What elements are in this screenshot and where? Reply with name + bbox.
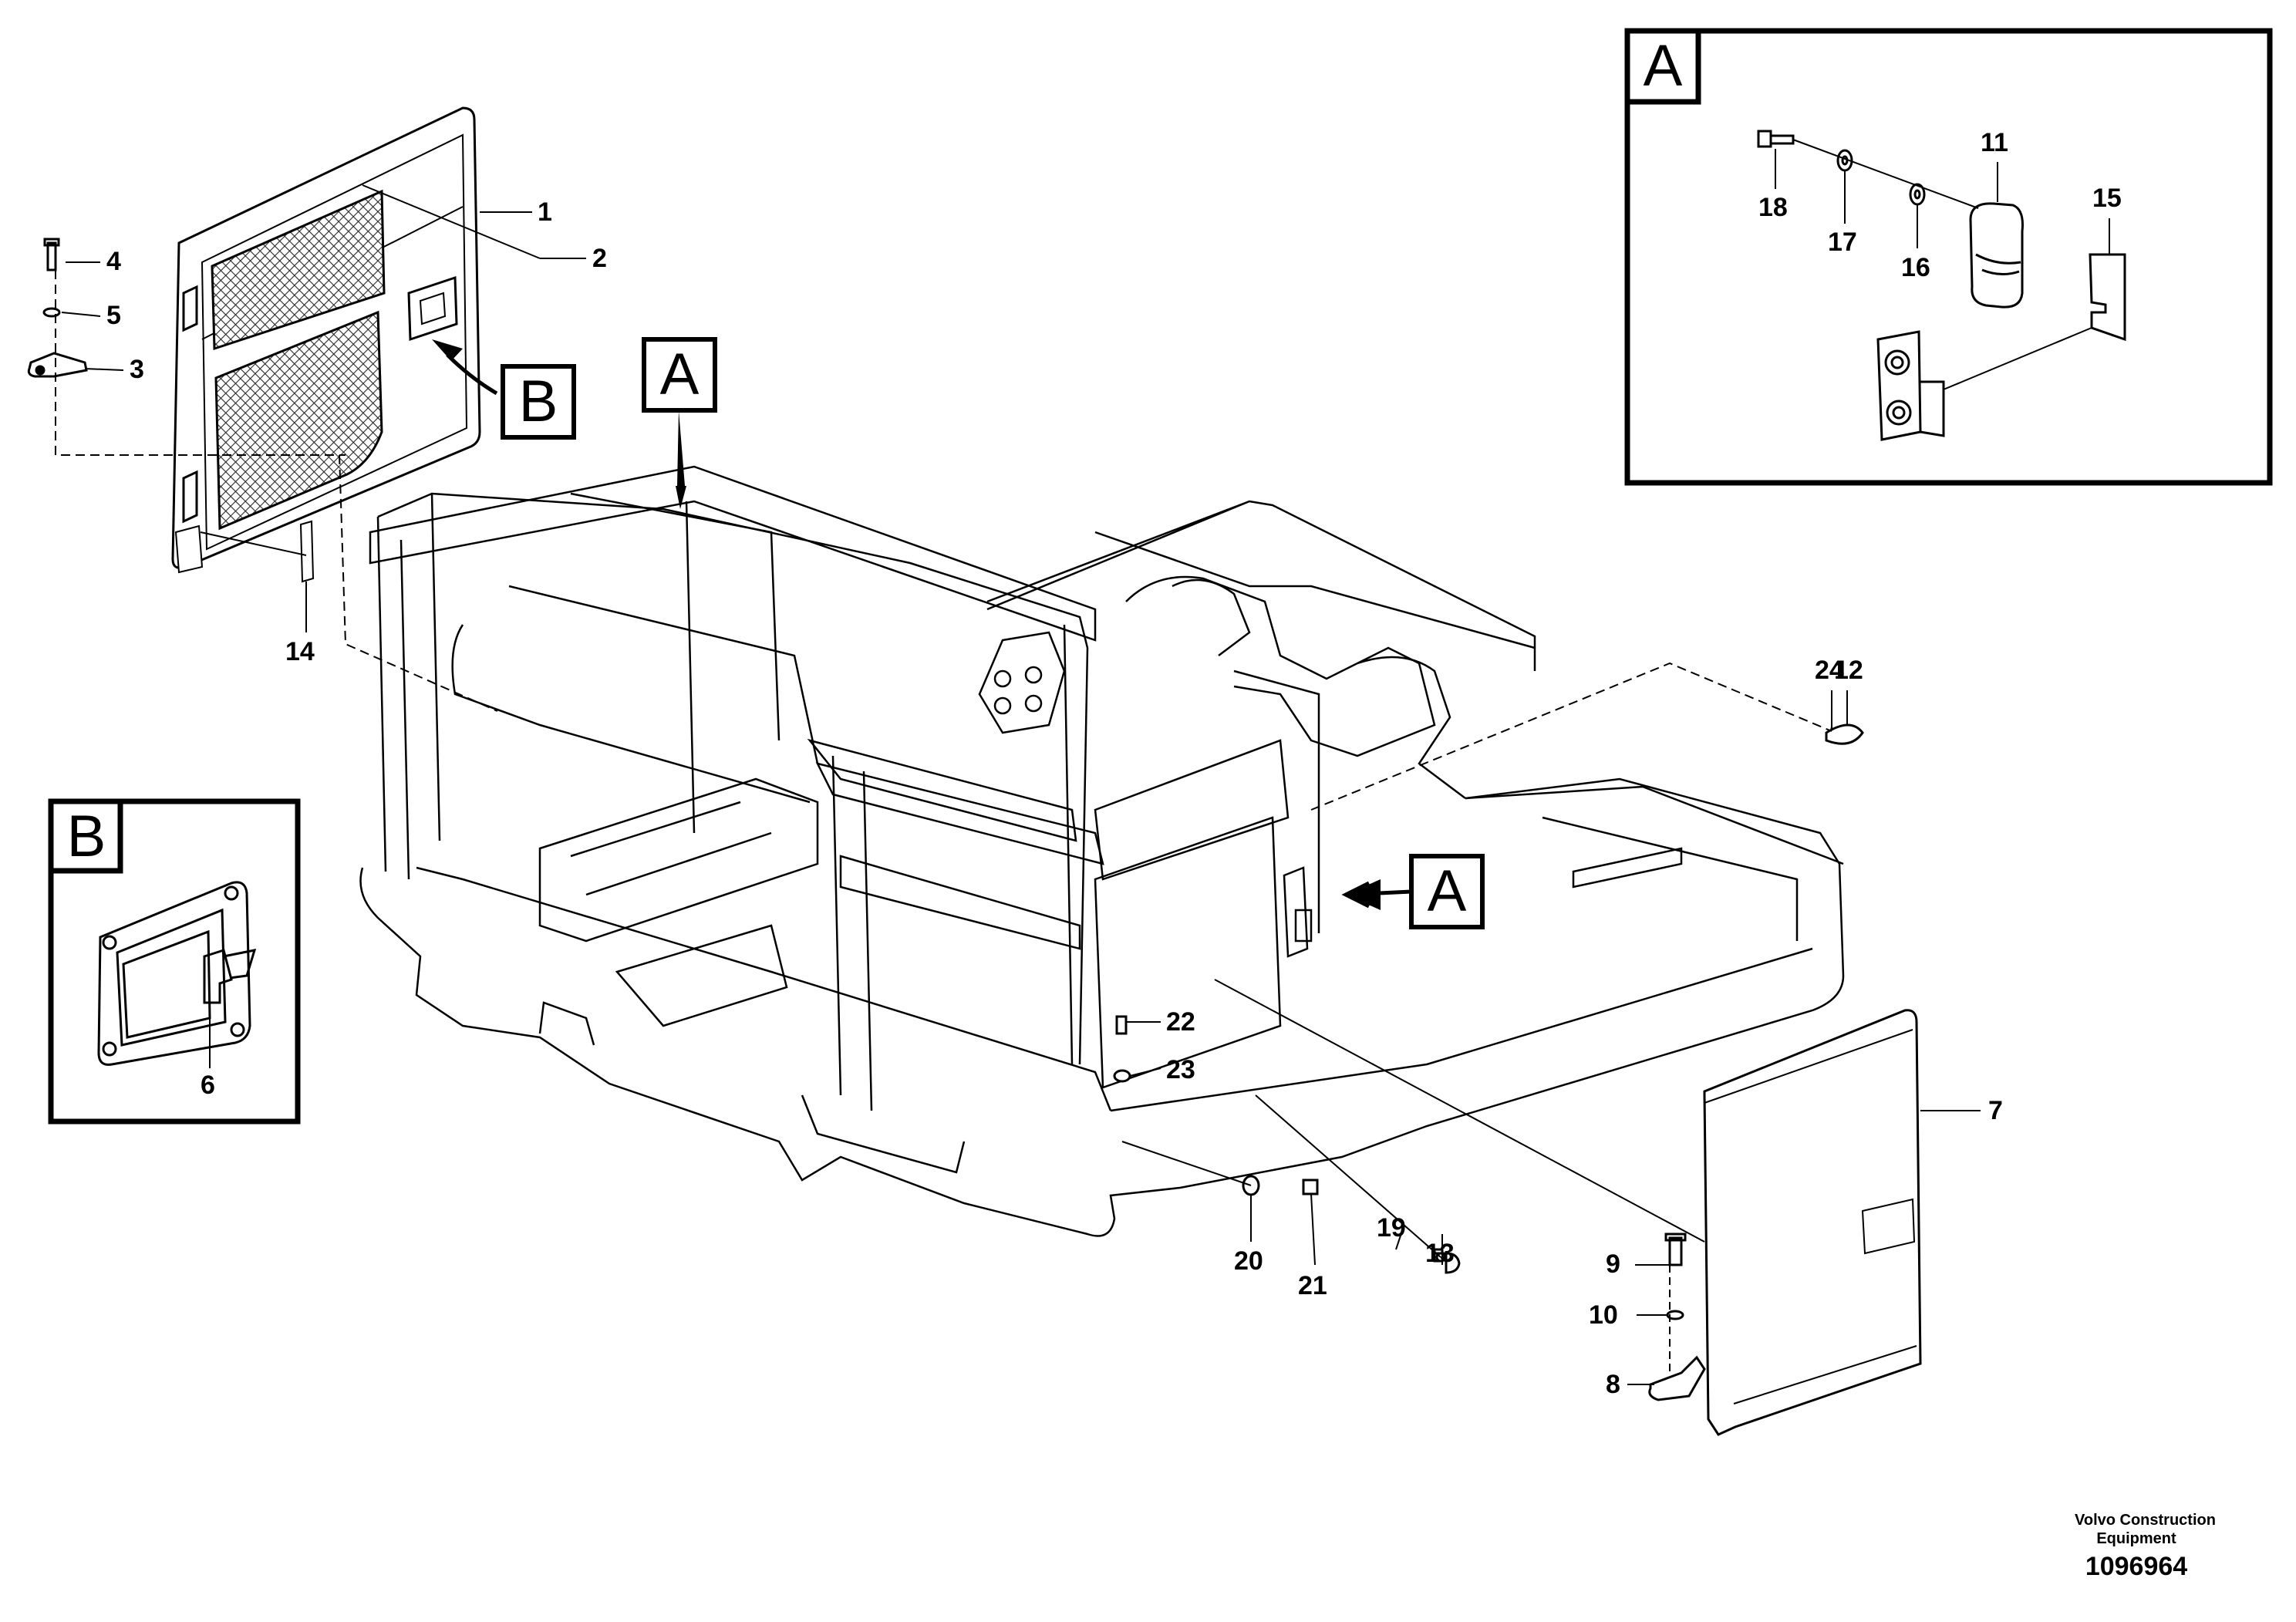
part-number-13: 13 bbox=[1425, 1239, 1455, 1268]
part-number-19: 19 bbox=[1377, 1213, 1406, 1243]
part-number-17: 17 bbox=[1828, 228, 1857, 257]
part-number-5: 5 bbox=[106, 301, 121, 330]
view-label-a-side: A bbox=[1427, 858, 1467, 924]
part-number-6: 6 bbox=[201, 1071, 215, 1100]
part-number-24: 24 bbox=[1815, 656, 1844, 685]
drawing-number: 1096964 bbox=[2085, 1552, 2188, 1581]
part-number-2: 2 bbox=[592, 244, 607, 273]
detail-view-a bbox=[1624, 28, 2273, 486]
view-label-b-main: B bbox=[518, 369, 558, 434]
leader-lines bbox=[55, 184, 1981, 1385]
part-number-4: 4 bbox=[106, 247, 121, 276]
part-number-21: 21 bbox=[1298, 1271, 1327, 1300]
part-number-23: 23 bbox=[1166, 1055, 1195, 1084]
part-number-16: 16 bbox=[1901, 253, 1930, 282]
part-number-12: 12 bbox=[1834, 656, 1863, 685]
part-number-9: 9 bbox=[1606, 1249, 1620, 1279]
part-number-14: 14 bbox=[285, 637, 315, 666]
part-number-11: 11 bbox=[1981, 128, 2008, 157]
main-frame bbox=[359, 465, 1845, 1237]
part-number-15: 15 bbox=[2092, 184, 2122, 213]
view-label-a-detail: A bbox=[1643, 33, 1683, 99]
view-label-b-detail: B bbox=[66, 804, 106, 869]
part-number-22: 22 bbox=[1166, 1007, 1195, 1037]
company-name-line-1: Volvo Construction bbox=[2075, 1512, 2216, 1529]
rear-grille-door bbox=[27, 106, 481, 583]
part-number-20: 20 bbox=[1234, 1246, 1263, 1276]
part-number-10: 10 bbox=[1589, 1300, 1618, 1330]
part-number-18: 18 bbox=[1758, 193, 1788, 222]
part-number-3: 3 bbox=[130, 355, 144, 384]
detail-view-b bbox=[48, 798, 301, 1125]
view-label-a-main: A bbox=[659, 342, 700, 407]
company-name-line-2: Equipment bbox=[2096, 1530, 2176, 1547]
part-number-7: 7 bbox=[1988, 1096, 2003, 1125]
part-number-1: 1 bbox=[538, 197, 552, 227]
side-door-panel bbox=[1113, 723, 1922, 1436]
callout-boxes bbox=[432, 337, 1485, 929]
part-number-8: 8 bbox=[1606, 1370, 1620, 1399]
